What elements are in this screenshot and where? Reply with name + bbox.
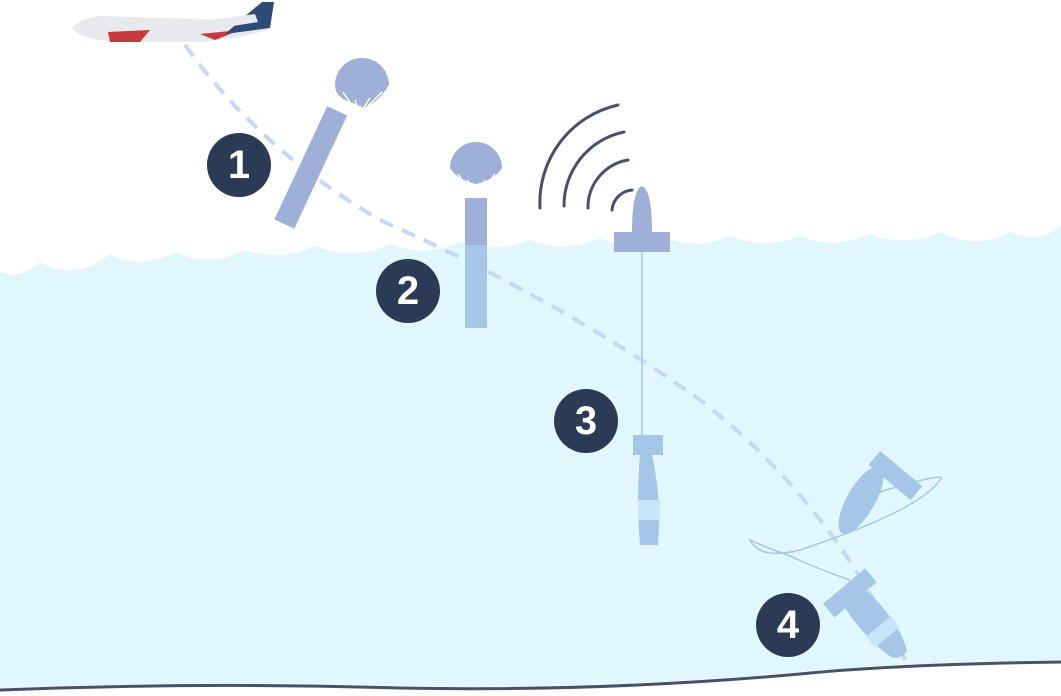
step-badge-3: 3	[554, 389, 618, 453]
cloud-bank	[0, 0, 1061, 275]
sensor-with-parachute-2	[450, 142, 502, 328]
trajectory-path	[183, 43, 907, 661]
step-badge-1: 1	[207, 133, 271, 197]
sensor-with-parachute-1	[274, 58, 389, 229]
underwater-glider	[748, 450, 942, 658]
signal-waves-icon	[538, 103, 634, 212]
aircraft-icon	[72, 2, 274, 42]
step-badge-2: 2	[376, 259, 440, 323]
buoy-with-hydrophone	[614, 186, 670, 545]
step-number: 2	[397, 269, 419, 313]
seabed-line	[0, 660, 1061, 692]
step-number: 3	[575, 399, 597, 443]
step-badge-4: 4	[756, 593, 820, 657]
step-number: 4	[777, 603, 800, 647]
step-number: 1	[228, 143, 250, 187]
